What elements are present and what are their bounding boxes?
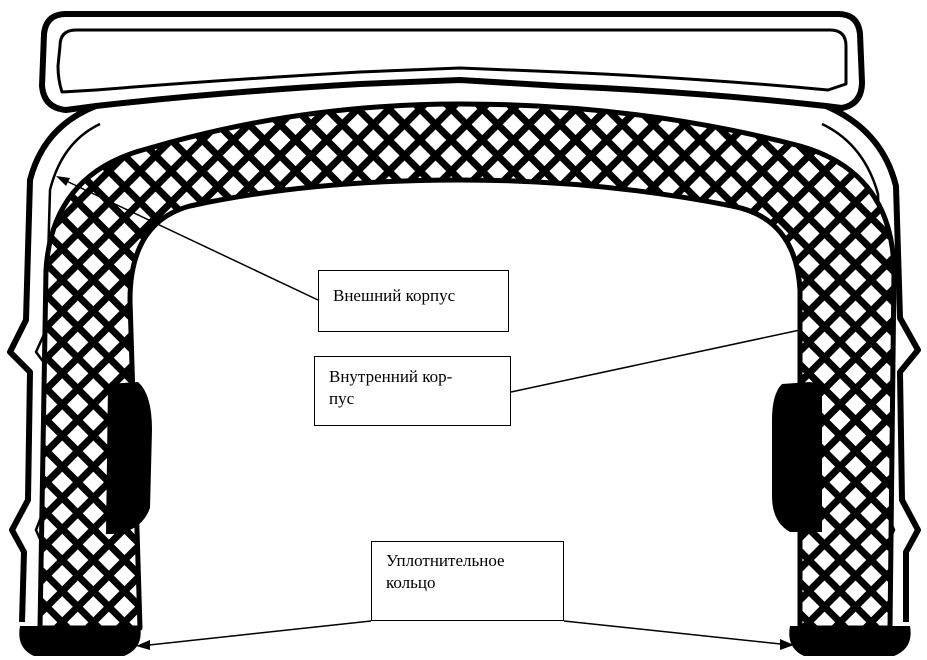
inner-body-mesh-arch <box>37 101 897 631</box>
leader-line-seal-right <box>563 620 791 646</box>
outer-housing-left-wall <box>7 103 98 623</box>
right-side-pad <box>772 382 822 532</box>
left-side-pad <box>106 382 152 534</box>
left-seal-ring <box>19 626 141 656</box>
label-outer-body: Внешний корпус <box>318 270 509 332</box>
arrowhead-seal-right <box>780 639 794 650</box>
label-inner-body-line1: Внутренний кор- <box>329 367 453 386</box>
arrowhead-outer-body <box>56 176 70 186</box>
label-inner-body-line2: пус <box>329 389 355 408</box>
leader-line-inner-body <box>510 329 801 393</box>
leader-line-seal-left <box>139 620 372 647</box>
outer-housing-top-cap-inner <box>56 28 848 94</box>
right-seal-ring <box>789 626 911 656</box>
label-inner-body: Внутренний кор- пус <box>314 356 511 426</box>
label-seal-ring: Уплотнительное кольцо <box>371 541 564 621</box>
label-outer-body-line1: Внешний корпус <box>333 286 456 305</box>
leader-line-outer-body <box>59 177 319 301</box>
label-seal-ring-line1: Уплотнительное <box>386 551 505 570</box>
outer-housing-right-wall <box>824 103 921 622</box>
outer-housing-top-cap <box>39 11 865 113</box>
label-seal-ring-line2: кольцо <box>386 573 436 592</box>
arrowhead-seal-left <box>136 640 150 650</box>
